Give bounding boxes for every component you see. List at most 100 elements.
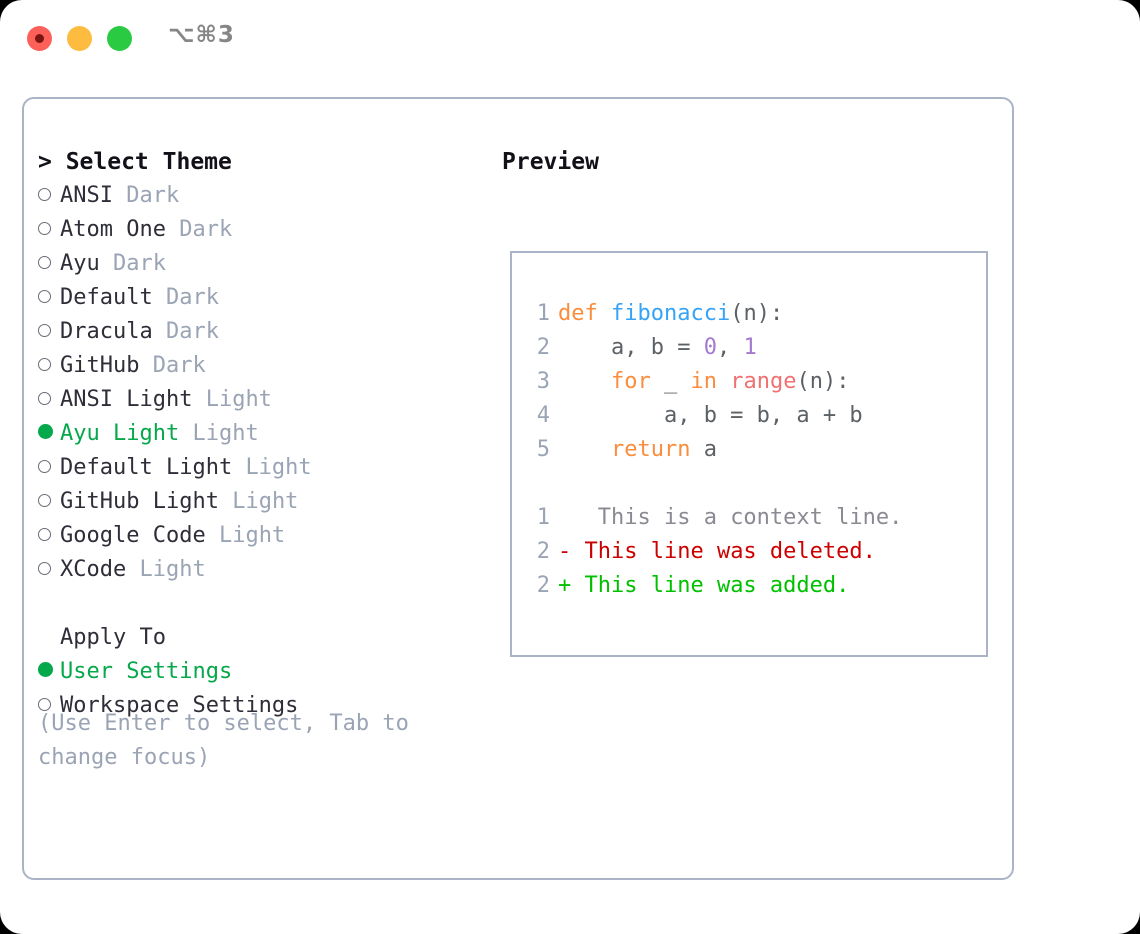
radio-unselected-icon xyxy=(38,689,60,723)
code-line-number: 1 xyxy=(536,505,550,530)
code-blank-line xyxy=(526,467,902,501)
code-line-number: 1 xyxy=(536,301,550,326)
code-line: 4 a, b = b, a + b xyxy=(526,399,902,433)
apply-to-item[interactable]: User Settings xyxy=(38,655,478,689)
keyboard-hint-text: (Use Enter to select, Tab to change focu… xyxy=(38,711,409,770)
theme-list-item[interactable]: ANSI Dark xyxy=(38,179,478,213)
code-line: 3 for _ in range(n): xyxy=(526,365,902,399)
radio-unselected-icon xyxy=(38,349,60,383)
apply-to-label: User Settings xyxy=(60,659,233,684)
diff-sign: + xyxy=(558,573,572,598)
apply-to-label: Workspace Settings xyxy=(60,693,299,718)
radio-selected-icon xyxy=(38,417,60,451)
theme-list-item[interactable]: Dracula Dark xyxy=(38,315,478,349)
code-token xyxy=(717,369,730,394)
diff-text: This line was deleted. xyxy=(571,539,876,564)
theme-kind-label: Light xyxy=(192,421,259,446)
theme-list-item[interactable]: Ayu Light Light xyxy=(38,417,478,451)
theme-kind-label: Light xyxy=(245,455,312,480)
theme-name: ANSI Light xyxy=(60,387,193,412)
code-token: range xyxy=(730,369,797,394)
select-theme-header: > Select Theme xyxy=(38,149,232,175)
theme-name: Default xyxy=(60,285,153,310)
theme-name: Atom One xyxy=(60,217,166,242)
theme-list-item[interactable]: Ayu Dark xyxy=(38,247,478,281)
diff-line: 2- This line was deleted. xyxy=(526,535,902,569)
diff-line: 2+ This line was added. xyxy=(526,569,902,603)
code-token xyxy=(558,437,611,462)
theme-name: ANSI xyxy=(60,183,113,208)
theme-name: XCode xyxy=(60,557,127,582)
close-window-button[interactable] xyxy=(27,26,52,51)
radio-unselected-icon xyxy=(38,247,60,281)
code-token: 1 xyxy=(743,335,757,360)
theme-list-item[interactable]: Google Code Light xyxy=(38,519,478,553)
diff-text: This is a context line. xyxy=(571,505,903,530)
code-token: def xyxy=(558,301,598,326)
theme-kind-label: Dark xyxy=(113,251,166,276)
radio-dot xyxy=(38,392,51,405)
code-line: 2 a, b = 0, 1 xyxy=(526,331,902,365)
theme-list-item[interactable]: XCode Light xyxy=(38,553,478,587)
theme-list-item[interactable]: GitHub Dark xyxy=(38,349,478,383)
radio-dot xyxy=(38,358,51,371)
theme-kind-label: Dark xyxy=(152,353,206,378)
radio-dot xyxy=(38,662,53,677)
minimize-window-button[interactable] xyxy=(67,26,92,51)
theme-name: GitHub xyxy=(60,353,140,378)
theme-kind-label: Light xyxy=(205,387,272,412)
theme-list-item[interactable]: Default Dark xyxy=(38,281,478,315)
code-line-number: 2 xyxy=(536,573,550,598)
theme-list-item[interactable]: GitHub Light Light xyxy=(38,485,478,519)
radio-unselected-icon xyxy=(38,315,60,349)
keyboard-shortcut-label: ⌥⌘3 xyxy=(168,22,235,48)
theme-list-item[interactable]: Default Light Light xyxy=(38,451,478,485)
theme-name: Default Light xyxy=(60,455,233,480)
code-token xyxy=(598,301,611,326)
theme-kind-label: Light xyxy=(139,557,206,582)
radio-dot xyxy=(38,188,51,201)
code-token: _ xyxy=(650,369,691,394)
code-line: 5 return a xyxy=(526,433,902,467)
radio-dot xyxy=(38,494,51,507)
radio-dot xyxy=(38,562,51,575)
code-token: fibonacci xyxy=(611,301,731,326)
preview-title: Preview xyxy=(502,149,599,175)
code-token: in xyxy=(690,369,717,394)
theme-name: GitHub Light xyxy=(60,489,219,514)
radio-unselected-icon xyxy=(38,281,60,315)
diff-sign: - xyxy=(558,539,572,564)
radio-dot xyxy=(38,222,51,235)
code-token: return xyxy=(610,437,691,462)
radio-dot xyxy=(38,698,51,711)
radio-dot xyxy=(38,528,51,541)
theme-name: Ayu xyxy=(60,251,100,276)
radio-dot xyxy=(38,424,53,439)
code-token: , xyxy=(716,335,744,360)
code-token: (n): xyxy=(796,369,850,394)
maximize-window-button[interactable] xyxy=(107,26,132,51)
code-token: 0 xyxy=(703,335,717,360)
theme-name: Google Code xyxy=(60,523,206,548)
radio-unselected-icon xyxy=(38,213,60,247)
code-line-number: 2 xyxy=(536,539,550,564)
theme-list-item[interactable]: ANSI Light Light xyxy=(38,383,478,417)
theme-kind-label: Dark xyxy=(126,183,180,208)
radio-dot xyxy=(38,290,51,303)
code-line-number: 4 xyxy=(536,403,550,428)
radio-unselected-icon xyxy=(38,451,60,485)
apply-to-item[interactable]: Workspace Settings xyxy=(38,689,478,723)
title-bar: ⌥⌘3 xyxy=(0,0,1140,78)
theme-list-item[interactable]: Atom One Dark xyxy=(38,213,478,247)
code-token: for xyxy=(610,369,651,394)
code-line-number: 2 xyxy=(536,335,550,360)
radio-unselected-icon xyxy=(38,383,60,417)
diff-line: 1 This is a context line. xyxy=(526,501,903,535)
